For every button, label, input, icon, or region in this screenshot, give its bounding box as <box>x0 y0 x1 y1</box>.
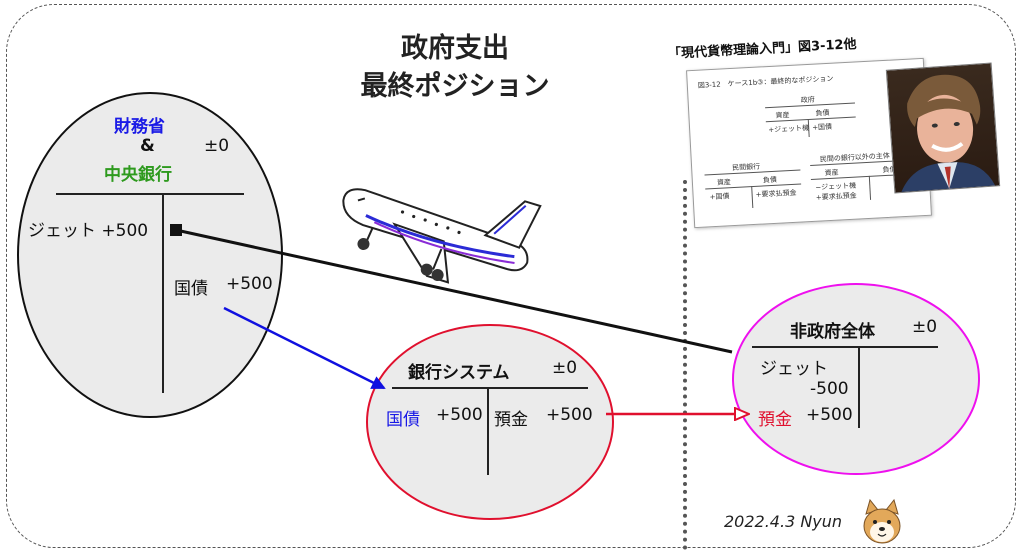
ampersand-label: & <box>140 136 155 156</box>
government-total: ±0 <box>204 136 230 156</box>
bank-liability-deposit-label: 預金 <box>494 410 528 430</box>
page-title: 政府支出 最終ポジション <box>320 30 590 106</box>
date-author-label: 2022.4.3 Nyun <box>724 512 843 531</box>
government-ellipse <box>17 92 283 418</box>
non-government-jet-label: ジェット <box>760 359 828 379</box>
non-government-name: 非政府全体 <box>790 322 875 342</box>
bank-system-ellipse <box>366 324 614 520</box>
dotted-separator <box>683 180 687 550</box>
non-government-deposit-label: 預金 <box>758 410 792 430</box>
government-liability-bond-value: +500 <box>226 274 273 294</box>
non-government-t-vertical <box>858 346 860 428</box>
bank-asset-bond-value: +500 <box>436 405 483 425</box>
airplane-icon <box>342 188 542 284</box>
portrait-fringe <box>915 98 975 119</box>
non-government-ellipse <box>732 283 980 475</box>
central-bank-label: 中央銀行 <box>104 165 172 185</box>
portrait-tie <box>944 166 951 189</box>
bank-system-name: 銀行システム <box>408 363 510 383</box>
diagram-frame <box>6 4 1016 548</box>
bond-transfer-arrow <box>223 306 386 390</box>
person-photo-icon <box>885 62 1001 194</box>
bank-asset-bond-label: 国債 <box>386 410 420 430</box>
title-line-2: 最終ポジション <box>360 71 550 102</box>
jet-arrow-square-end <box>170 224 182 236</box>
non-government-deposit-value: +500 <box>806 405 853 425</box>
non-government-t-horizontal <box>752 346 938 348</box>
portrait-drawing <box>901 74 996 193</box>
portrait-eye-right <box>953 122 960 127</box>
ministry-label: 財務省 <box>114 117 165 137</box>
government-liability-bond-label: 国債 <box>174 279 208 299</box>
portrait-eye-left <box>931 123 938 128</box>
bank-t-vertical <box>487 387 489 475</box>
government-asset-jet: ジェット +500 <box>28 221 149 241</box>
bank-system-total: ±0 <box>552 358 578 378</box>
bank-liability-deposit-value: +500 <box>546 405 593 425</box>
portrait-smile <box>931 142 964 152</box>
government-t-horizontal <box>56 193 244 195</box>
shiba-dog-icon <box>863 498 901 544</box>
government-t-vertical <box>162 193 164 393</box>
non-government-total: ±0 <box>912 317 938 337</box>
bank-t-horizontal <box>392 387 588 389</box>
title-line-1: 政府支出 <box>401 33 509 64</box>
jet-transfer-arrow <box>175 228 733 354</box>
non-government-jet-value: -500 <box>810 379 849 399</box>
